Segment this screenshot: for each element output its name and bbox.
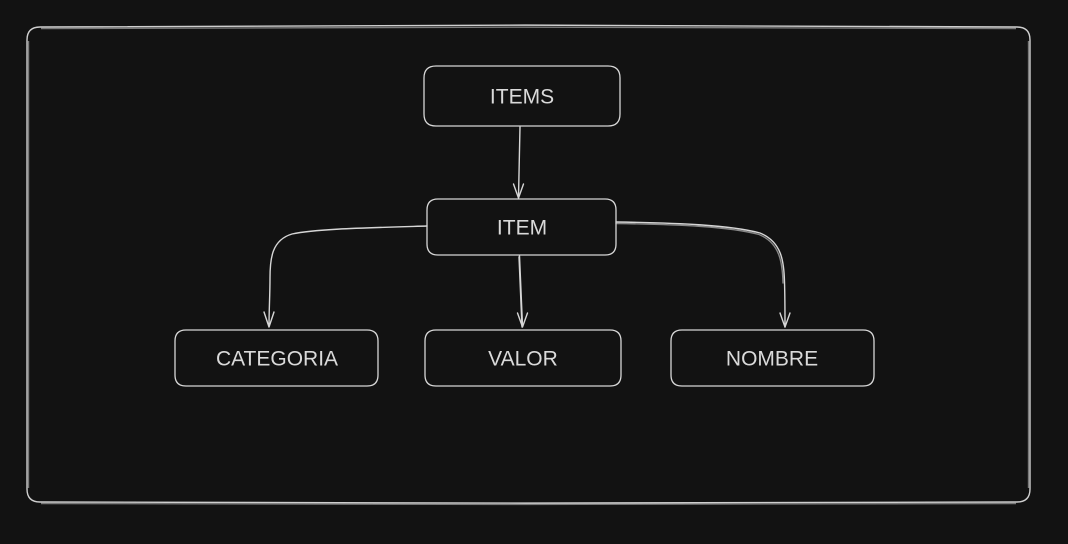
node-nombre: NOMBRE xyxy=(670,328,875,388)
node-categoria-label: CATEGORIA xyxy=(216,348,338,371)
node-items-label: ITEMS xyxy=(490,86,554,109)
edge-items-to-item xyxy=(512,126,525,199)
edge-item-to-categoria xyxy=(263,225,428,328)
node-valor-label: VALOR xyxy=(488,348,558,371)
node-item-label: ITEM xyxy=(497,217,547,240)
node-nombre-label: NOMBRE xyxy=(726,348,818,371)
edge-item-to-valor xyxy=(516,255,529,328)
node-valor: VALOR xyxy=(424,328,622,388)
node-item: ITEM xyxy=(426,197,617,257)
node-items: ITEMS xyxy=(423,64,621,128)
container-frame xyxy=(26,24,1032,506)
node-categoria: CATEGORIA xyxy=(174,328,379,388)
edge-item-to-nombre xyxy=(615,221,791,328)
